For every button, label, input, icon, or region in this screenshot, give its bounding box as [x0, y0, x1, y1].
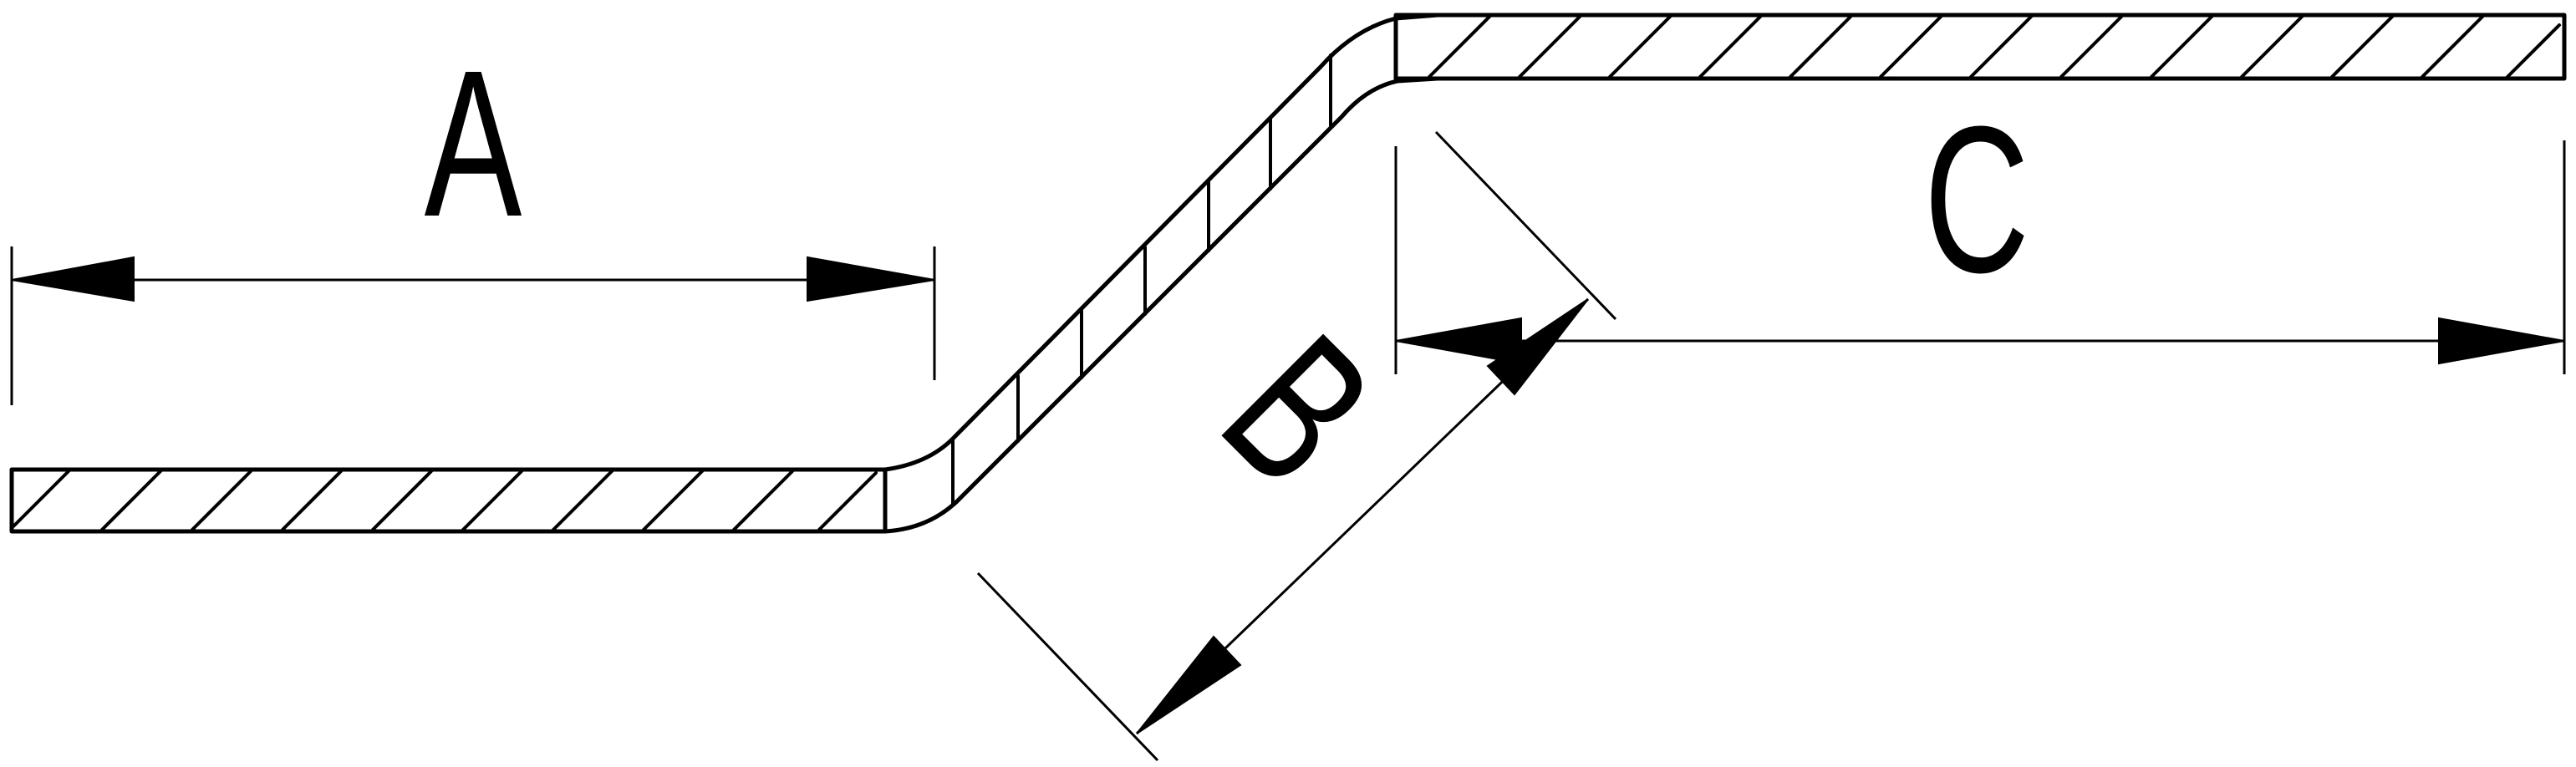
dimension-b: B [976, 130, 1617, 762]
plate-bottom-edge [883, 76, 1440, 534]
plate-section [9, 13, 2567, 534]
dimension-c-arrow-right [2438, 317, 2565, 365]
dimension-c: C [1394, 83, 2566, 374]
dimension-b-arrow-lower [1136, 635, 1242, 734]
dimension-a-arrow-left [11, 256, 135, 302]
dimension-b-label: B [1182, 293, 1416, 527]
dimension-a: A [10, 27, 936, 405]
dimension-a-label: A [425, 27, 522, 260]
lower-leg-hatching [12, 470, 878, 531]
dimension-b-arrow-upper [1486, 298, 1589, 396]
upper-leg-hatching [1428, 15, 2561, 79]
plate-top-edge [883, 13, 1440, 472]
dimension-a-arrow-right [807, 256, 935, 302]
lower-leg-outline [9, 467, 888, 534]
dimension-b-extension-lower [976, 571, 1159, 762]
inclined-hatching [951, 17, 1397, 506]
dimension-c-label: C [1924, 83, 2029, 316]
dimension-b-extension-upper [1434, 130, 1617, 321]
dimension-c-arrow-left [1395, 317, 1522, 365]
